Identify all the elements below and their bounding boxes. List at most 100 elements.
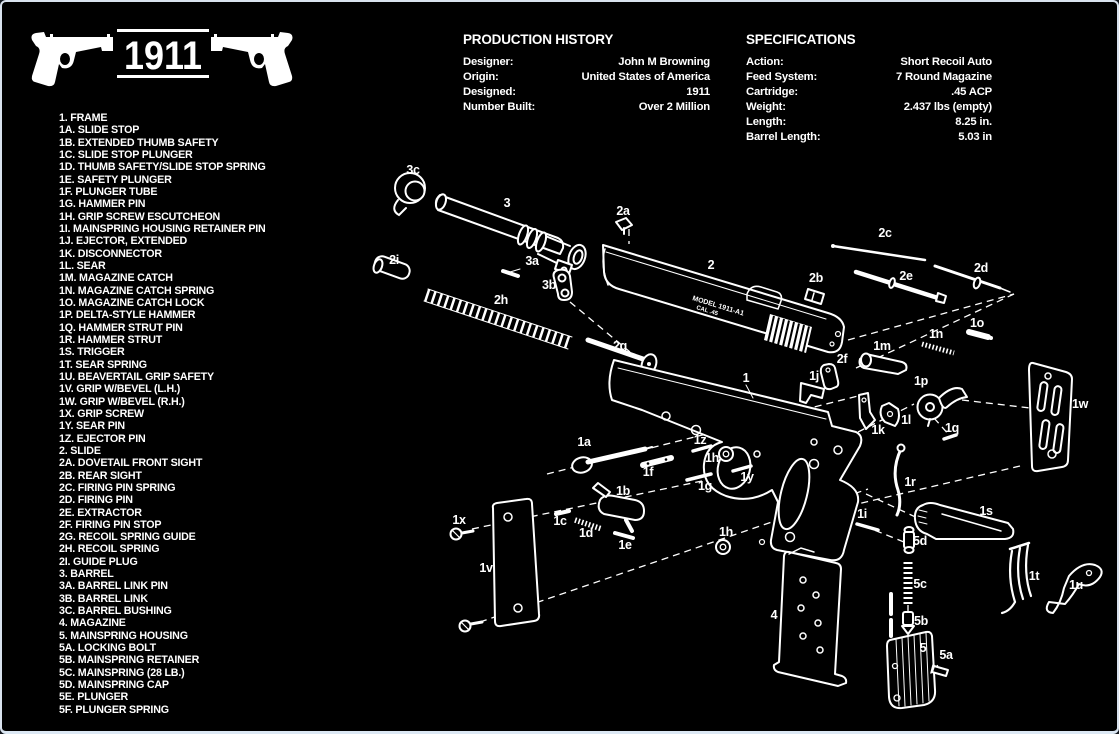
part-1c-slide-stop-plunger [554, 509, 571, 516]
part-1w-grip-right [1028, 361, 1073, 473]
parts-list-item: 5. MAINSPRING HOUSING [59, 629, 188, 642]
part-1p-delta-hammer [916, 387, 968, 427]
part-label-1o: 1o [970, 316, 985, 330]
spec-row-value: 1911 [686, 86, 710, 98]
parts-list-item: 5D. MAINSPRING CAP [59, 679, 169, 692]
parts-list-item: 3C. BARREL BUSHING [59, 605, 172, 618]
part-1k-disconnector [858, 392, 876, 430]
part-1-frame [608, 359, 863, 562]
specifications-title: SPECIFICATIONS [746, 32, 856, 47]
part-1t-sear-spring [1000, 541, 1033, 615]
part-label-1b: 1b [616, 484, 631, 498]
parts-list-item: 3. BARREL [59, 568, 114, 581]
parts-list-item: 2I. GUIDE PLUG [59, 555, 138, 568]
parts-list-item: 2F. FIRING PIN STOP [59, 518, 162, 531]
part-2h-recoil-spring [423, 288, 573, 350]
part-label-1z: 1z [694, 433, 707, 447]
spec-row-label: Weight: [746, 101, 786, 113]
part-1d-thumb-safety-slide-stop-spring [574, 517, 603, 532]
parts-list-item: 5B. MAINSPRING RETAINER [59, 654, 200, 667]
part-label-1a: 1a [577, 435, 592, 449]
part-2i-guide-plug [372, 255, 411, 280]
spec-row-value: 7 Round Magazine [896, 71, 992, 83]
part-1g-hammer-pin [685, 472, 713, 482]
part-1s-trigger [913, 502, 1015, 540]
part-1f-plunger-tube [640, 455, 674, 468]
part-1o-magazine-catch-lock [966, 329, 993, 340]
pistol-silhouette-right-icon [211, 32, 293, 87]
part-label-1t: 1t [1029, 569, 1041, 583]
parts-list-item: 1V. GRIP W/BEVEL (L.H.) [59, 383, 181, 396]
part-label-2d: 2d [974, 261, 988, 275]
parts-list-item: 1F. PLUNGER TUBE [59, 185, 158, 198]
part-label-2a: 2a [616, 204, 631, 218]
part-2e-extractor [853, 269, 947, 304]
parts-list-item: 1J. EJECTOR, EXTENDED [59, 235, 188, 248]
parts-list-item: 2G. RECOIL SPRING GUIDE [59, 531, 196, 544]
part-1a-slide-stop [571, 446, 653, 474]
spec-row: Designed:1911 [463, 85, 710, 100]
part-5d-mainspring-cap [903, 526, 915, 554]
part-label-5b: 5b [914, 614, 929, 628]
part-label-2f: 2f [837, 352, 849, 366]
part-label-2c: 2c [878, 226, 892, 240]
spec-row-value: Over 2 Million [638, 101, 710, 113]
spec-row: Cartridge:.45 ACP [746, 85, 992, 100]
spec-row-value: John M Browning [618, 56, 710, 68]
part-label-1m: 1m [873, 339, 891, 353]
part-1m-magazine-catch [858, 352, 908, 375]
parts-list-item: 1L. SEAR [59, 259, 106, 272]
part-label-1x: 1x [452, 513, 466, 527]
part-label-1d: 1d [579, 526, 593, 540]
part-label-1n: 1n [929, 327, 943, 341]
part-label-1i: 1i [857, 507, 867, 521]
part-label-2g: 2g [613, 339, 627, 353]
spec-row: Action:Short Recoil Auto [746, 55, 992, 70]
parts-list-item: 3B. BARREL LINK [59, 592, 148, 605]
part-1j-ejector [799, 382, 825, 404]
part-label-1e: 1e [618, 538, 632, 552]
part-1l-sear [879, 402, 900, 427]
parts-list-item: 4. MAGAZINE [59, 617, 126, 630]
logo-bottom-rule [117, 75, 209, 78]
part-1r-hammer-strut [893, 443, 906, 517]
logo-title: 1911 [124, 34, 202, 78]
part-label-1r: 1r [904, 475, 916, 489]
part-1e-safety-plunger [613, 531, 635, 540]
parts-list-item: 1B. EXTENDED THUMB SAFETY [59, 136, 219, 149]
parts-list-item: 5E. PLUNGER [59, 691, 129, 704]
spec-row-label: Feed System: [746, 71, 818, 83]
parts-list-item: 1D. THUMB SAFETY/SLIDE STOP SPRING [59, 161, 266, 174]
part-2d-firing-pin [933, 264, 1011, 293]
parts-list-item: 2A. DOVETAIL FRONT SIGHT [59, 457, 203, 470]
part-label-1h: 1h [705, 451, 719, 465]
part-label-1s: 1s [979, 504, 993, 518]
part-label-1h: 1h [719, 525, 733, 539]
part-label-3c: 3c [406, 163, 420, 177]
spec-row-value: .45 ACP [951, 86, 992, 98]
part-5b-mainspring-retainer [901, 611, 915, 635]
parts-list-item: 1I. MAINSPRING HOUSING RETAINER PIN [59, 222, 266, 235]
parts-list-item: 1A. SLIDE STOP [59, 124, 140, 137]
part-1z-ejector-pin [691, 444, 713, 453]
part-label-3a: 3a [525, 254, 540, 268]
parts-list-item: 1. FRAME [59, 112, 108, 124]
parts-list-item: 2H. RECOIL SPRING [59, 543, 160, 556]
part-label-5: 5 [920, 641, 927, 655]
spec-row-label: Number Built: [463, 101, 536, 113]
part-1x-grip-screw [449, 527, 475, 541]
parts-list-item: 1Z. EJECTOR PIN [59, 432, 146, 445]
parts-list-item: 1W. GRIP W/BEVEL (R.H.) [59, 395, 185, 408]
parts-list-item: 1C. SLIDE STOP PLUNGER [59, 148, 193, 161]
logo-top-rule [117, 29, 209, 32]
part-label-1v: 1v [479, 561, 493, 575]
part-label-5c: 5c [913, 577, 927, 591]
parts-list-item: 1X. GRIP SCREW [59, 407, 144, 420]
parts-list-item: 1Q. HAMMER STRUT PIN [59, 321, 183, 334]
part-2-slide: MODEL 1911-A1 CAL .45 [602, 244, 845, 354]
spec-row: Barrel Length:5.03 in [746, 130, 992, 145]
spec-row: Feed System: 7 Round Magazine [746, 70, 992, 85]
parts-list-item: 3A. BARREL LINK PIN [59, 580, 168, 593]
